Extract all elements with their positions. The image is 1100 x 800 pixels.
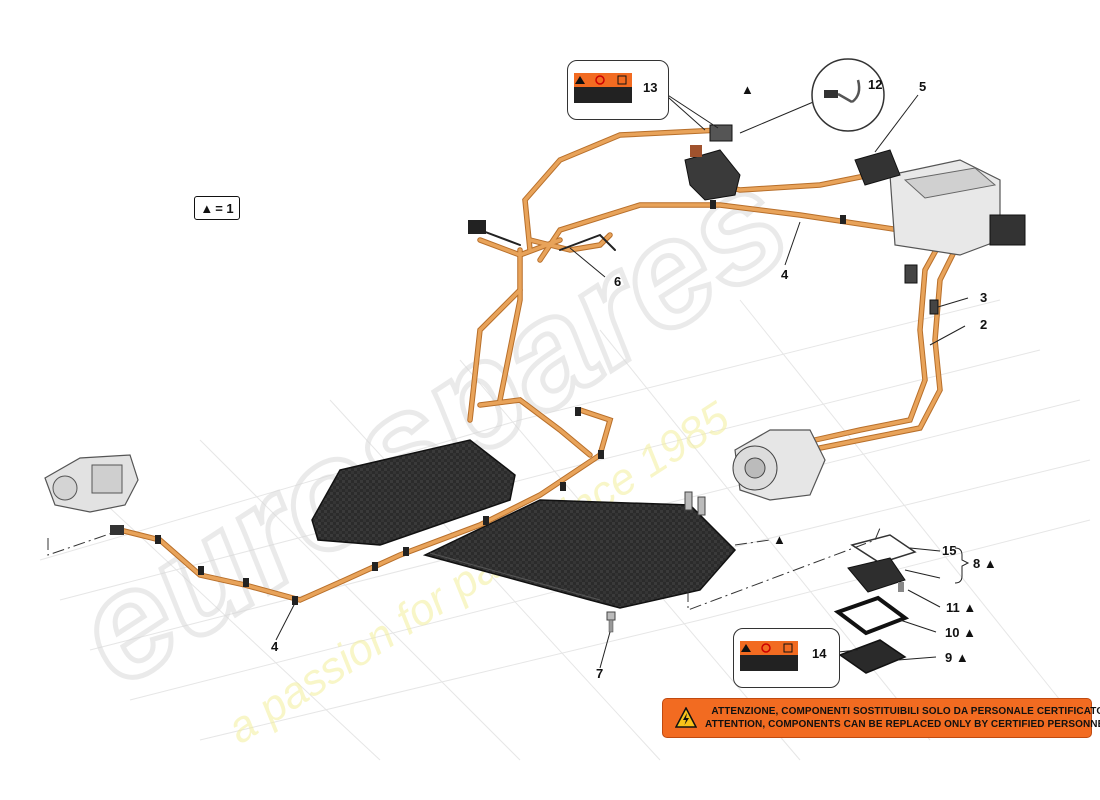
warning-label-icon <box>740 641 798 671</box>
battery-tray-rear <box>311 439 516 546</box>
part-label-2[interactable]: 2 <box>980 317 988 332</box>
part-label-8[interactable]: 8 ▲ <box>973 556 997 571</box>
part-label-4-lower[interactable]: 4 <box>271 639 279 654</box>
connector-5 <box>854 149 901 186</box>
cover-9 <box>838 639 907 674</box>
part-label-11[interactable]: 11 ▲ <box>946 600 977 615</box>
triangle-marker-top: ▲ <box>741 82 754 97</box>
part-label-14[interactable]: 14 <box>812 646 827 661</box>
leader-lines <box>275 89 970 669</box>
battery-tray-front <box>422 499 737 609</box>
part-label-12[interactable]: 12 <box>868 77 883 92</box>
part-label-4-upper[interactable]: 4 <box>781 267 789 282</box>
warning-text: ATTENZIONE, COMPONENTI SOSTITUIBILI SOLO… <box>705 705 1100 731</box>
legend-quantity-key: ▲ = 1 <box>194 196 240 220</box>
triangle-marker-tray: ▲ <box>773 532 786 547</box>
warning-label-icon <box>574 73 632 103</box>
junction-box <box>684 124 741 201</box>
part-label-10[interactable]: 10 ▲ <box>945 625 976 640</box>
watermark: eurospares a passion for parts since 198… <box>43 133 818 753</box>
electric-motor <box>732 429 826 501</box>
inverter-unit <box>889 159 1026 256</box>
warning-line-english: ATTENTION, COMPONENTS CAN BE REPLACED ON… <box>705 719 1100 730</box>
part-label-13[interactable]: 13 <box>643 80 658 95</box>
certified-personnel-warning-banner: ATTENZIONE, COMPONENTI SOSTITUIBILI SOLO… <box>662 698 1100 738</box>
part-label-3[interactable]: 3 <box>980 290 988 305</box>
part-label-7[interactable]: 7 <box>596 666 604 681</box>
part-label-15[interactable]: 15 <box>942 543 957 558</box>
callout-14-bubble <box>733 628 840 688</box>
legend-symbol: ▲ <box>200 200 214 216</box>
gasket-10 <box>833 595 910 636</box>
bolt-7 <box>606 611 616 633</box>
part-label-6[interactable]: 6 <box>614 274 622 289</box>
cable-clips <box>155 200 846 605</box>
reference-lines <box>47 527 881 611</box>
connector-3 <box>904 264 939 315</box>
part-label-9[interactable]: 9 ▲ <box>945 650 969 665</box>
callout-12-bubble <box>811 58 885 132</box>
warning-line-italian: ATTENZIONE, COMPONENTI SOSTITUIBILI SOLO… <box>711 706 1100 717</box>
connector-6 <box>468 220 486 234</box>
bolts-tray <box>684 491 706 516</box>
part-label-5[interactable]: 5 <box>919 79 927 94</box>
legend-text: = 1 <box>215 200 234 216</box>
compressor-unit <box>44 454 139 535</box>
module-8 <box>847 534 917 593</box>
high-voltage-warning-icon <box>675 707 697 728</box>
callout-13-bubble <box>567 60 669 120</box>
